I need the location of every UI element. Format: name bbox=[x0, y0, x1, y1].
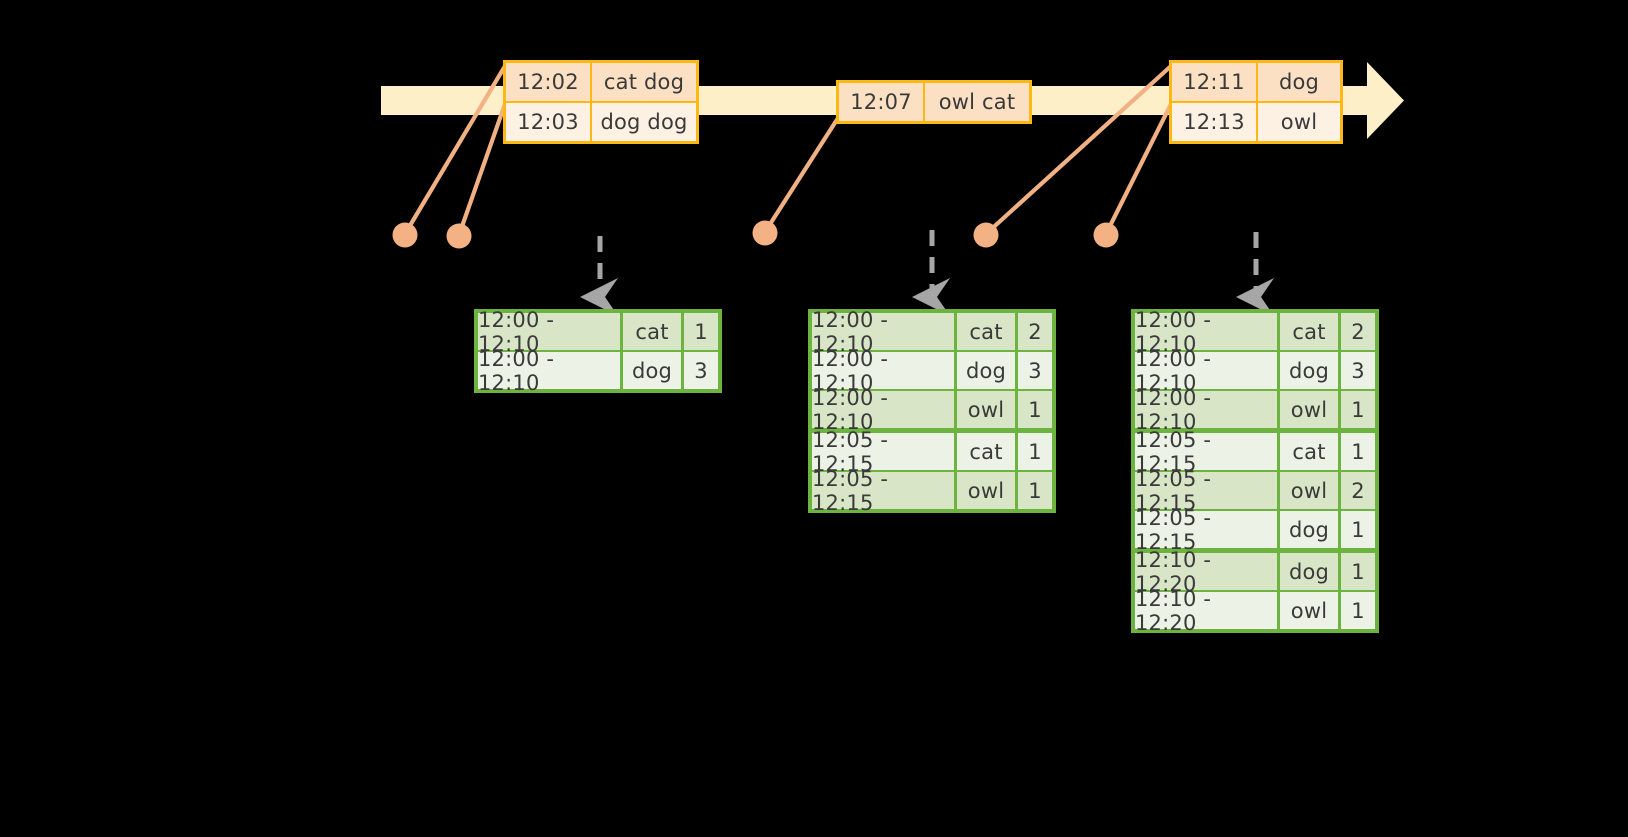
window-cell: 12:00 - 12:10 bbox=[812, 347, 954, 395]
window-cell: 12:00 - 12:10 bbox=[812, 386, 954, 434]
event-time: 12:13 bbox=[1172, 103, 1258, 141]
event-group-3[interactable]: 12:11 dog 12:13 owl bbox=[1169, 60, 1343, 144]
word-cell: owl bbox=[1280, 472, 1338, 509]
event-words: owl bbox=[1258, 103, 1340, 141]
word-cell: dog bbox=[1280, 352, 1338, 389]
count-cell: 1 bbox=[1018, 433, 1052, 470]
word-cell: cat bbox=[957, 433, 1015, 470]
event-row[interactable]: 12:07 owl cat bbox=[839, 83, 1029, 121]
event-group-2[interactable]: 12:07 owl cat bbox=[836, 80, 1032, 124]
window-cell: 12:00 - 12:10 bbox=[812, 308, 954, 356]
window-cell: 12:00 - 12:10 bbox=[478, 308, 620, 356]
event-time: 12:02 bbox=[506, 63, 592, 101]
event-source-dots bbox=[392, 220, 1119, 249]
word-cell: cat bbox=[1280, 433, 1338, 470]
event-row[interactable]: 12:13 owl bbox=[1172, 101, 1340, 141]
window-cell: 12:00 - 12:10 bbox=[478, 347, 620, 395]
window-cell: 12:10 - 12:20 bbox=[1135, 587, 1277, 635]
event-source-dot bbox=[973, 222, 999, 248]
count-cell: 3 bbox=[684, 352, 718, 389]
count-cell: 1 bbox=[1018, 391, 1052, 428]
event-source-dot bbox=[752, 220, 778, 246]
window-cell: 12:05 - 12:15 bbox=[1135, 428, 1277, 476]
word-cell: owl bbox=[957, 391, 1015, 428]
count-cell: 1 bbox=[1341, 391, 1375, 428]
word-cell: cat bbox=[1280, 313, 1338, 350]
window-cell: 12:05 - 12:15 bbox=[812, 428, 954, 476]
word-cell: cat bbox=[623, 313, 681, 350]
event-time: 12:07 bbox=[839, 83, 925, 121]
count-cell: 3 bbox=[1341, 352, 1375, 389]
event-row[interactable]: 12:02 cat dog bbox=[506, 63, 696, 101]
event-source-dot bbox=[1093, 222, 1119, 248]
word-cell: owl bbox=[1280, 592, 1338, 629]
window-cell: 12:10 - 12:20 bbox=[1135, 548, 1277, 596]
count-cell: 1 bbox=[1341, 592, 1375, 629]
event-row[interactable]: 12:03 dog dog bbox=[506, 101, 696, 141]
event-time: 12:11 bbox=[1172, 63, 1258, 101]
window-cell: 12:00 - 12:10 bbox=[1135, 386, 1277, 434]
event-words: dog bbox=[1258, 63, 1340, 101]
event-words: dog dog bbox=[592, 103, 696, 141]
event-time: 12:03 bbox=[506, 103, 592, 141]
count-cell: 2 bbox=[1341, 313, 1375, 350]
window-cell: 12:05 - 12:15 bbox=[812, 467, 954, 515]
word-cell: owl bbox=[957, 472, 1015, 509]
event-group-1[interactable]: 12:02 cat dog 12:03 dog dog bbox=[503, 60, 699, 144]
count-cell: 1 bbox=[1341, 553, 1375, 590]
window-cell: 12:05 - 12:15 bbox=[1135, 506, 1277, 554]
count-cell: 1 bbox=[1018, 472, 1052, 509]
count-cell: 1 bbox=[1341, 433, 1375, 470]
word-cell: cat bbox=[957, 313, 1015, 350]
word-cell: dog bbox=[623, 352, 681, 389]
count-cell: 1 bbox=[1341, 511, 1375, 548]
window-cell: 12:05 - 12:15 bbox=[1135, 467, 1277, 515]
word-cell: dog bbox=[1280, 553, 1338, 590]
event-source-dot bbox=[446, 223, 472, 249]
count-cell: 3 bbox=[1018, 352, 1052, 389]
word-cell: dog bbox=[1280, 511, 1338, 548]
word-cell: dog bbox=[957, 352, 1015, 389]
emit-dashed-arrows bbox=[579, 230, 1274, 317]
count-cell: 2 bbox=[1341, 472, 1375, 509]
event-source-dot bbox=[392, 222, 418, 248]
count-cell: 1 bbox=[684, 313, 718, 350]
event-words: cat dog bbox=[592, 63, 696, 101]
window-cell: 12:00 - 12:10 bbox=[1135, 347, 1277, 395]
window-cell: 12:00 - 12:10 bbox=[1135, 308, 1277, 356]
word-cell: owl bbox=[1280, 391, 1338, 428]
event-words: owl cat bbox=[925, 83, 1029, 121]
event-row[interactable]: 12:11 dog bbox=[1172, 63, 1340, 101]
count-cell: 2 bbox=[1018, 313, 1052, 350]
